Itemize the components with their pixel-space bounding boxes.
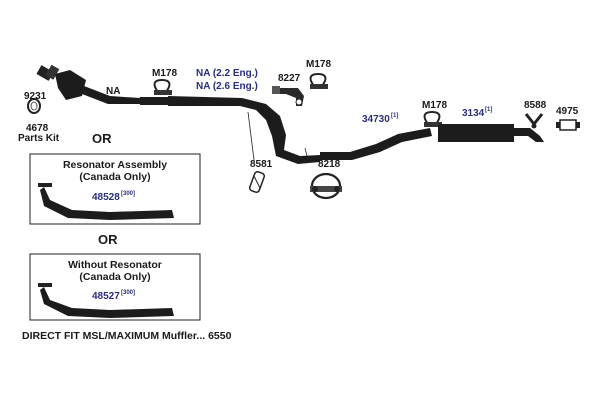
clamp-large (310, 172, 342, 200)
label-pipe-note-1: NA (2.2 Eng.) (196, 68, 258, 79)
label-muffler: 3134 (462, 108, 485, 119)
label-tail-clamp: 4975 (556, 106, 579, 117)
label-hanger-bracket: 8227 (278, 73, 301, 84)
resonator-assembly-box: Resonator Assembly (Canada Only) 48528 [… (29, 153, 201, 225)
no-resonator-title-line1: Without Resonator (68, 259, 162, 271)
no-resonator-title-line2: (Canada Only) (79, 271, 150, 283)
hanger-bracket (272, 86, 304, 106)
label-gasket: 8581 (250, 159, 273, 170)
label-parts-kit: Parts Kit (18, 133, 60, 144)
leader-lines (247, 111, 309, 161)
or-label-2: OR (98, 232, 118, 247)
no-resonator-part-note: [300] (121, 290, 135, 296)
label-intermediate-pipe-note: [1] (391, 113, 398, 119)
label-muffler-note: [1] (485, 107, 492, 113)
label-clamp-right: M178 (422, 100, 447, 111)
hanger (524, 113, 544, 129)
label-kit-ring: 9231 (24, 91, 47, 102)
label-clamp-top: M178 (306, 59, 331, 70)
label-intermediate-pipe: 34730 (362, 114, 390, 125)
clamp-right (423, 110, 442, 127)
resonator-part-number: 48528 (92, 192, 120, 203)
label-hanger: 8588 (524, 100, 547, 111)
label-pipe-note-2: NA (2.6 Eng.) (196, 81, 258, 92)
footer-note: DIRECT FIT MSL/MAXIMUM Muffler... 6550 (22, 330, 232, 342)
clamp-left (153, 78, 172, 95)
label-clamp-left: M178 (152, 68, 177, 79)
without-resonator-box: Without Resonator (Canada Only) 48527 [3… (29, 253, 201, 321)
tail-clamp (556, 119, 580, 131)
intermediate-pipe (320, 128, 432, 160)
gasket (248, 170, 266, 194)
or-label-1: OR (92, 131, 112, 146)
no-resonator-part-number: 48527 (92, 291, 120, 302)
clamp-top (309, 72, 328, 89)
label-clamp-large: 8218 (318, 159, 341, 170)
muffler (438, 124, 544, 142)
label-catalytic-converter: NA (106, 86, 120, 97)
resonator-title-line1: Resonator Assembly (63, 159, 167, 171)
ring-gasket (27, 98, 41, 114)
label-parts-kit-number: 4678 (26, 123, 49, 134)
catalytic-converter (36, 64, 140, 104)
resonator-part-note: [300] (121, 191, 135, 197)
front-pipe (140, 96, 320, 164)
resonator-title-line2: (Canada Only) (79, 171, 150, 183)
